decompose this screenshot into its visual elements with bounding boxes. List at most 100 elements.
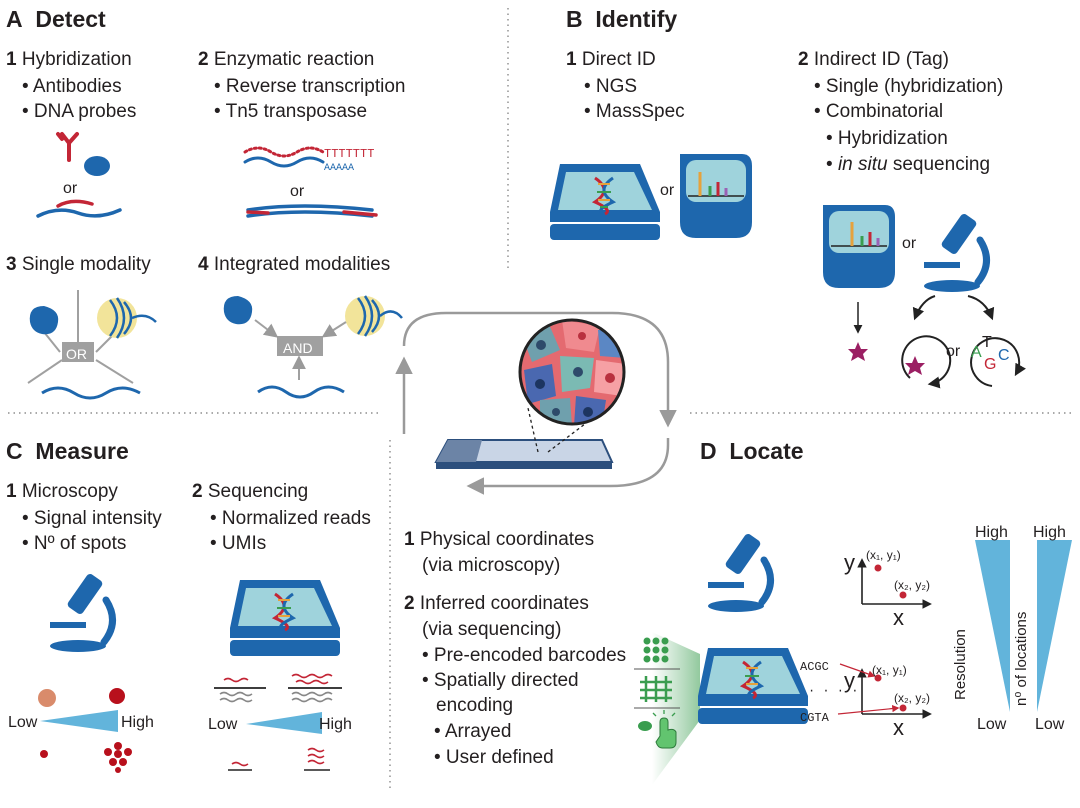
- section-c-header: C Measure: [6, 438, 129, 464]
- indirect-item-single: • Single (hybridization): [814, 76, 1004, 97]
- inferred-coordinates-heading: 2 Inferred coordinates: [404, 593, 589, 615]
- inferred-item-user-defined: • User defined: [434, 747, 554, 768]
- section-d-title: Locate: [729, 438, 804, 464]
- spatial-array-icons: [634, 637, 680, 749]
- and-gate-label: AND: [283, 340, 313, 356]
- microscope-icon: [924, 214, 990, 292]
- enz-item-rt: • Reverse transcription: [214, 76, 406, 97]
- physical-line1: Physical coordinates: [419, 529, 595, 550]
- microscopy-num: 1: [6, 481, 17, 502]
- section-a-title: Detect: [35, 6, 106, 32]
- or-gate-label: OR: [66, 346, 87, 362]
- indirect-num: 2: [798, 49, 809, 70]
- locations-wedge: [1037, 540, 1072, 712]
- hybridization-num: 1: [6, 49, 17, 70]
- integrated-title: Integrated modalities: [213, 254, 391, 275]
- insitu-italic: in situ: [837, 154, 888, 175]
- sequencing-high-label: High: [319, 716, 352, 733]
- section-a-header: A Detect: [6, 6, 106, 32]
- single-modality-diagram: [27, 290, 157, 400]
- sequencing-item-umis: • UMIs: [210, 533, 267, 554]
- inferred-item-preencoded: • Pre-encoded barcodes: [422, 645, 627, 666]
- hyb-item-antibodies: • Antibodies: [22, 76, 122, 97]
- or-label-identify-1: or: [660, 182, 675, 199]
- base-a: A: [971, 344, 982, 361]
- microscope-icon-measure: [50, 574, 116, 652]
- base-g: G: [984, 356, 997, 373]
- direct-title: Direct ID: [581, 49, 656, 70]
- point-2-label-a: (x₂, y₂): [894, 578, 930, 592]
- point-1-label-a: (x₁, y₁): [866, 548, 901, 562]
- base-t: T: [982, 334, 992, 351]
- or-label-identify-2: or: [902, 235, 917, 252]
- microscopy-low-label: Low: [8, 714, 38, 731]
- hyb-item-dna-probes: • DNA probes: [22, 101, 137, 122]
- integrated-num: 4: [198, 254, 209, 275]
- workflow-cycle: [395, 311, 677, 495]
- locations-label: n⁰ of locations: [1013, 611, 1030, 706]
- enzymatic-heading: 2 Enzymatic reaction: [198, 49, 374, 71]
- insitu-bullet: •: [826, 154, 838, 175]
- inferred-item-arrayed: • Arrayed: [434, 721, 512, 742]
- sequencing-title: Sequencing: [207, 481, 309, 502]
- inferred-num: 2: [404, 593, 415, 614]
- tissue-magnified-icon: [518, 318, 626, 426]
- single-modality-heading: 3 Single modality: [6, 254, 151, 276]
- direct-id-heading: 1 Direct ID: [566, 49, 656, 71]
- enzymatic-title: Enzymatic reaction: [213, 49, 375, 70]
- microscope-icon-locate: [708, 534, 774, 612]
- tissue-slide-icon: [434, 407, 614, 469]
- resolution-high-label: High: [975, 524, 1008, 541]
- axis-x-label-2: x: [893, 715, 904, 740]
- axis-y-label-1: y: [844, 550, 855, 575]
- hybridization-heading: 1 Hybridization: [6, 49, 132, 71]
- section-c-title: Measure: [35, 438, 129, 464]
- coordinate-plot-2: [837, 663, 932, 719]
- mass-spec-icon: [680, 154, 752, 238]
- locations-low-label: Low: [1035, 716, 1065, 733]
- tn5-transposase-icon: [246, 204, 378, 218]
- coordinate-plot-1: [857, 558, 932, 609]
- physical-coordinates-heading: 1 Physical coordinates: [404, 529, 594, 551]
- sequencing-reads-wedge: [246, 712, 322, 734]
- ngs-sequencer-icon: [550, 164, 660, 240]
- direct-item-ngs: • NGS: [584, 76, 638, 97]
- direct-item-massspec: • MassSpec: [584, 101, 685, 122]
- axis-x-label-1: x: [893, 605, 904, 630]
- mass-spec-icon-2: [823, 205, 895, 361]
- or-label-detect-1: or: [63, 180, 78, 197]
- base-c: C: [998, 347, 1010, 364]
- antibody-icon: [56, 132, 79, 162]
- sequencing-item-normalized: • Normalized reads: [210, 508, 371, 529]
- resolution-label: Resolution: [952, 629, 969, 700]
- dna-probe-icon: [36, 199, 122, 218]
- enz-item-tn5: • Tn5 transposase: [214, 101, 368, 122]
- sequencing-reads: [214, 673, 342, 771]
- indirect-item-hybridization: • Hybridization: [826, 128, 948, 149]
- indirect-title: Indirect ID (Tag): [813, 49, 950, 70]
- section-b-title: Identify: [595, 6, 678, 32]
- sequencing-low-label: Low: [208, 716, 238, 733]
- or-label-detect-2: or: [290, 183, 305, 200]
- single-num: 3: [6, 254, 17, 275]
- inferred-coordinates-sub: (via sequencing): [422, 619, 562, 640]
- inferred-line1: Inferred coordinates: [419, 593, 589, 614]
- section-d-header: D Locate: [700, 438, 804, 464]
- inferred-item-encoding: encoding: [436, 695, 514, 716]
- reverse-transcription-icon: [243, 146, 325, 168]
- integrated-modalities-heading: 4 Integrated modalities: [198, 254, 390, 276]
- axis-y-label-2: y: [844, 668, 855, 693]
- physical-coordinates-sub: (via microscopy): [422, 555, 561, 576]
- ngs-sequencer-icon-measure: [230, 580, 340, 656]
- indirect-id-heading: 2 Indirect ID (Tag): [798, 49, 949, 71]
- microscopy-title: Microscopy: [21, 481, 118, 502]
- indirect-item-combinatorial: • Combinatorial: [814, 101, 944, 122]
- barcode-dots: · · · ·: [808, 684, 859, 698]
- microscopy-item-spots: • Nº of spots: [22, 533, 127, 554]
- barcode-cgta: CGTA: [800, 711, 829, 725]
- single-spot: [40, 750, 48, 758]
- hybridization-title: Hybridization: [21, 49, 132, 70]
- microscopy-high-label: High: [121, 714, 154, 731]
- sequencing-heading: 2 Sequencing: [192, 481, 308, 503]
